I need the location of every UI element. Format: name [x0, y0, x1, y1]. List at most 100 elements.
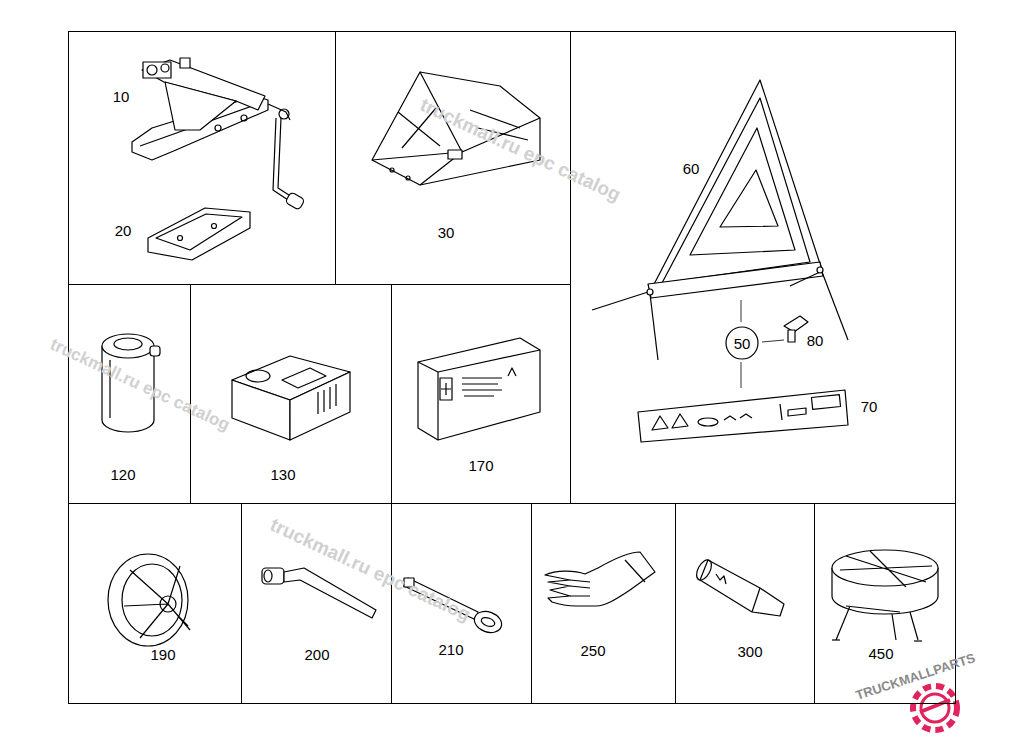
cylinder-can	[114, 338, 142, 350]
callout-number: 250	[580, 643, 605, 658]
warning-plate	[638, 390, 848, 442]
warning-triangle	[592, 292, 648, 310]
tire-compressor	[232, 356, 350, 440]
callout-number: 20	[115, 223, 132, 238]
callout-number: 60	[683, 161, 700, 176]
work-glove	[545, 552, 655, 606]
warning-triangle	[647, 289, 653, 295]
scissor-jack	[147, 65, 157, 75]
callout-number: 190	[150, 647, 175, 662]
scissor-jack	[143, 62, 171, 78]
leader-line	[741, 362, 742, 388]
work-glove	[545, 552, 655, 606]
warning-triangle	[690, 128, 795, 255]
part-cell: 130	[190, 284, 392, 504]
first-aid-kit	[418, 338, 540, 440]
callout-circle: 50	[725, 326, 759, 360]
warning-plate	[652, 416, 668, 430]
warning-triangle	[648, 262, 823, 298]
first-aid-kit	[418, 362, 438, 372]
tire-carrier	[914, 640, 922, 641]
scissor-jack	[278, 118, 292, 197]
tire-carrier	[836, 606, 918, 640]
warning-triangle	[650, 294, 658, 360]
scissor-jack	[268, 104, 290, 120]
first-aid-kit	[437, 372, 438, 440]
scissor-jack	[215, 125, 221, 131]
callout-number: 50	[734, 336, 751, 351]
callout-number: 210	[438, 642, 463, 657]
tire-compressor	[290, 372, 350, 440]
lamp-tube	[694, 557, 715, 582]
callout-number: 70	[861, 399, 878, 414]
wheel-chock	[448, 150, 462, 159]
scissor-jack	[132, 58, 305, 210]
warning-plate	[672, 414, 688, 428]
scissor-jack	[180, 58, 190, 68]
circle-outline	[726, 327, 758, 359]
tire-carrier	[832, 639, 840, 640]
warning-plate	[698, 418, 718, 426]
tire-carrier	[832, 550, 938, 586]
towing-eye	[480, 616, 496, 628]
lamp-tube	[700, 560, 784, 616]
jack-pad	[156, 214, 242, 250]
warning-triangle	[720, 170, 778, 227]
warning-triangle	[790, 272, 820, 286]
logo-gear	[921, 694, 949, 722]
wheel-chock	[406, 176, 410, 180]
cylinder-can	[150, 346, 160, 356]
callout-number: 450	[868, 646, 893, 661]
wheel-chock	[390, 168, 394, 172]
spare-wheel	[178, 616, 188, 626]
spare-wheel	[108, 554, 190, 646]
first-aid-kit	[438, 350, 540, 372]
work-glove	[625, 560, 645, 582]
clip-pin	[788, 330, 795, 342]
jack-pad	[212, 224, 217, 229]
part-cell: 10 20	[68, 31, 336, 285]
logo-gear	[913, 686, 957, 730]
jack-pad	[178, 236, 183, 241]
callout-number: 300	[737, 644, 762, 659]
callout-number: 130	[270, 467, 295, 482]
lamp-tube	[752, 588, 760, 612]
tire-compressor	[246, 370, 270, 382]
first-aid-kit	[440, 378, 452, 400]
scissor-jack	[165, 82, 236, 130]
part-cell: 170	[391, 284, 571, 504]
callout-number: 120	[110, 467, 135, 482]
leader-line	[762, 340, 784, 342]
lamp-tube	[716, 574, 726, 584]
scissor-jack	[161, 64, 169, 72]
logo-gear	[913, 686, 957, 730]
first-aid-kit	[462, 378, 502, 396]
first-aid-kit	[508, 368, 516, 376]
cylinder-can	[102, 334, 154, 358]
warning-plate	[811, 395, 840, 410]
callout-number: 30	[438, 225, 455, 240]
spare-wheel	[108, 554, 188, 646]
first-aid-kit	[441, 383, 451, 395]
tire-carrier	[832, 550, 938, 641]
warning-plate	[788, 408, 806, 416]
tire-carrier	[840, 551, 932, 587]
clip-pin	[784, 316, 808, 342]
part-cell: 190	[68, 503, 242, 704]
scissor-jack	[279, 109, 289, 119]
callout-number: 10	[113, 89, 130, 104]
part-cell: 300	[675, 503, 815, 704]
spare-wheel	[124, 566, 190, 638]
warning-triangle	[817, 267, 823, 273]
part-cell: 250	[531, 503, 676, 704]
callout-number: 80	[807, 333, 824, 348]
part-cell: 60 80 70 50	[570, 31, 956, 504]
callout-number: 200	[304, 647, 329, 662]
leader-line	[741, 300, 742, 322]
tire-compressor	[282, 368, 326, 388]
warning-triangle	[592, 80, 848, 360]
warning-plate	[780, 404, 782, 420]
callout-number: 170	[468, 458, 493, 473]
